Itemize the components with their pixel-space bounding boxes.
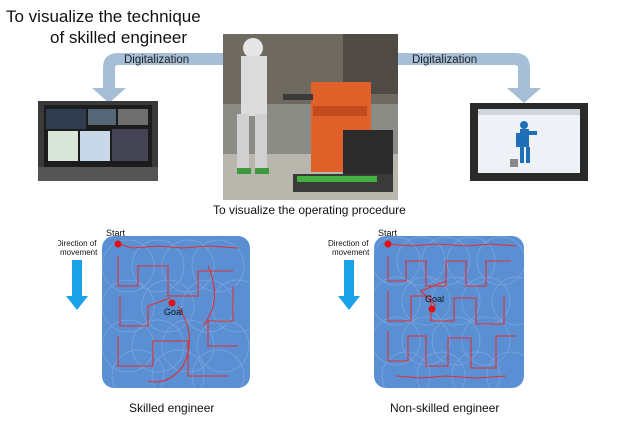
- non-skilled-goal-label: Goal: [425, 294, 444, 304]
- title-line-2: of skilled engineer: [50, 28, 188, 47]
- direction-arrow-icon: [338, 260, 360, 310]
- laptop-photo: [38, 101, 158, 181]
- skilled-goal-marker: [168, 299, 176, 307]
- skilled-direction-line1: Direction of: [58, 239, 97, 248]
- right-digitalization-arrow: [398, 53, 541, 103]
- right-flow-label: Digitalization: [412, 54, 478, 66]
- left-digitalization-arrow: [92, 53, 232, 103]
- tablet-photo: [470, 103, 588, 181]
- non-skilled-goal-marker: [428, 305, 436, 313]
- page-title: To visualize the technique of skilled en…: [6, 6, 236, 48]
- skilled-caption: Skilled engineer: [129, 401, 215, 415]
- non-skilled-start-marker: [384, 240, 392, 248]
- worker-photo-art: [223, 34, 398, 200]
- skilled-goal-label: Goal: [164, 307, 183, 317]
- center-caption: To visualize the operating procedure: [213, 203, 406, 217]
- non-skilled-map: Start Goal Direction of movement: [328, 228, 524, 388]
- tablet-icon: [470, 103, 588, 181]
- skilled-start-marker: [114, 240, 122, 248]
- non-skilled-start-label: Start: [378, 228, 398, 238]
- left-flow-label: Digitalization: [124, 54, 190, 66]
- non-skilled-path: [387, 243, 517, 379]
- skilled-map: Start Goal Direction of movement: [58, 228, 250, 388]
- non-skilled-caption: Non-skilled engineer: [390, 401, 500, 415]
- non-skilled-direction-line1: Direction of: [328, 239, 369, 248]
- laptop-icon: [38, 101, 158, 181]
- skilled-direction-line2: movement: [60, 248, 98, 257]
- non-skilled-direction-line2: movement: [332, 248, 370, 257]
- worker-photo: [223, 34, 398, 200]
- skilled-path: [117, 243, 239, 383]
- skilled-start-label: Start: [106, 228, 126, 238]
- title-line-1: To visualize the technique: [6, 7, 201, 26]
- direction-arrow-icon: [66, 260, 88, 310]
